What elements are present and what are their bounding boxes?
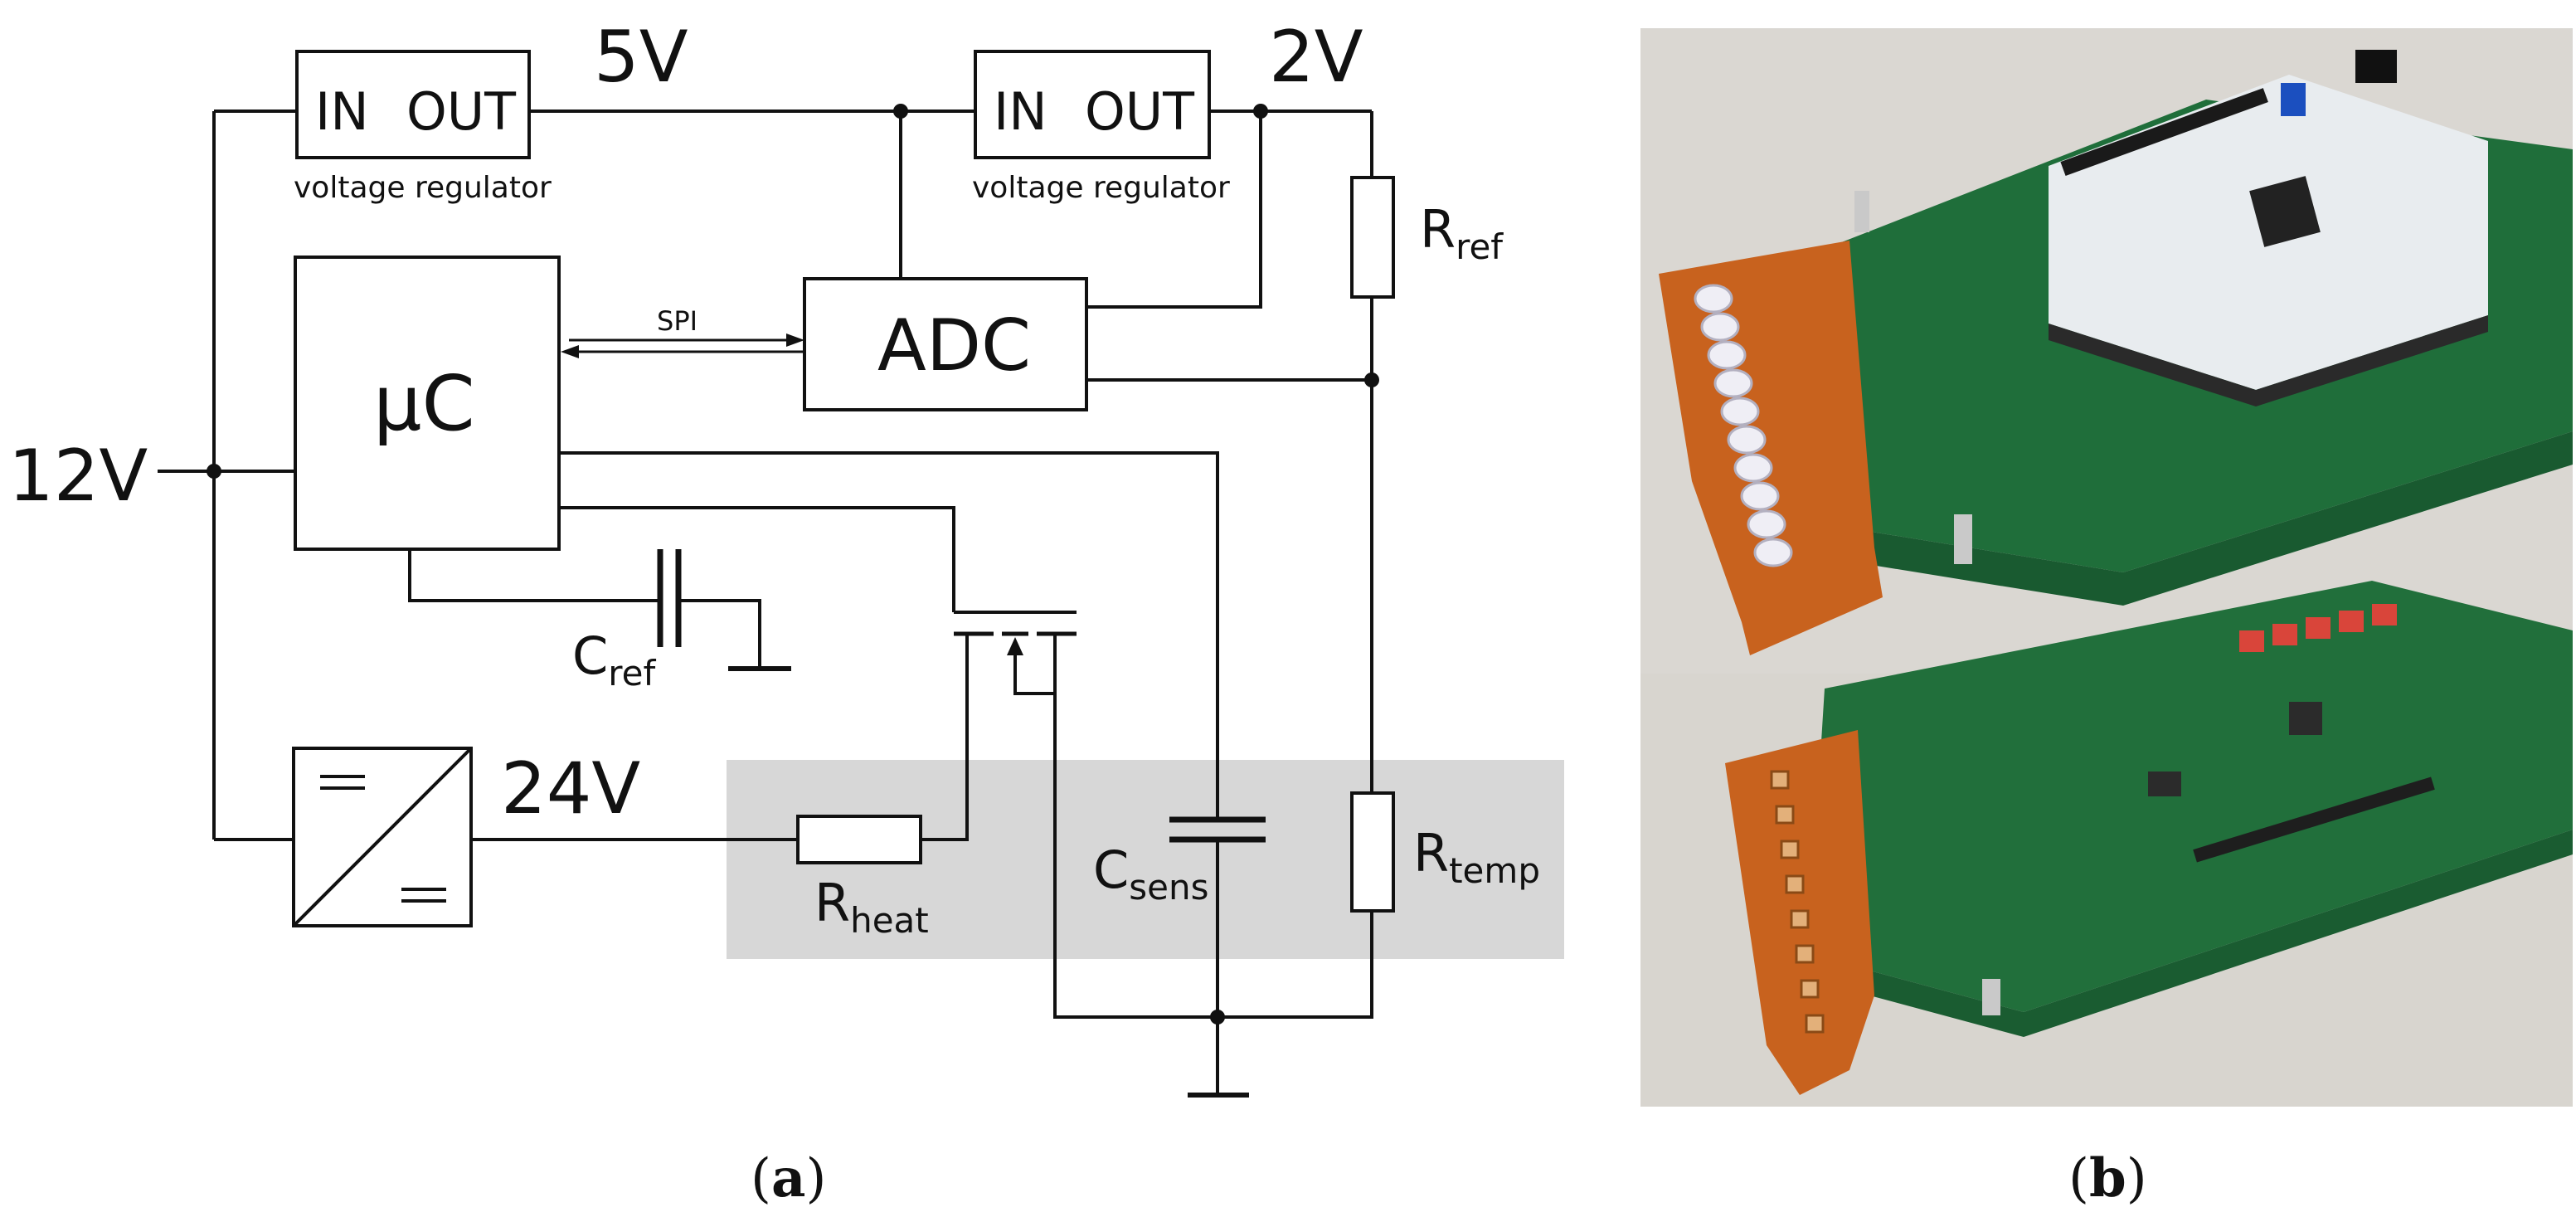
- regulator-2-out: OUT: [1085, 81, 1195, 142]
- junction-ground: [1210, 1010, 1225, 1025]
- pcb-board-bottom: [1808, 581, 2573, 1012]
- dc-dc-converter: [292, 747, 473, 927]
- caption-b: (b): [2068, 1147, 2147, 1210]
- label-r-ref: Rref: [1420, 199, 1504, 267]
- wire-mosfet-drain: [921, 634, 969, 841]
- microcontroller: µC: [294, 256, 561, 551]
- pad-row-top: [1694, 284, 1793, 567]
- caption-a: (a): [751, 1147, 826, 1210]
- voltage-regulator-2: IN OUT voltage regulator: [972, 50, 1230, 205]
- pin-header-bottom: [2193, 776, 2435, 863]
- wire-rtemp-to-ground: [1218, 911, 1373, 1019]
- adc: ADC: [803, 277, 1088, 411]
- voltage-regulator-1: IN OUT voltage regulator: [294, 50, 552, 205]
- spi-arrow-left: [561, 345, 579, 358]
- smd-ic: [2148, 771, 2181, 796]
- resistor-r-heat: [796, 815, 922, 864]
- label-c-sens: Csens: [1093, 840, 1209, 908]
- label-24v: 24V: [501, 747, 640, 830]
- adc-label: ADC: [877, 304, 1031, 387]
- label-2v: 2V: [1269, 16, 1363, 99]
- wire-mosfet-body: [1013, 634, 1057, 695]
- photo-bottom-board-underside: [1640, 581, 2573, 1107]
- label-r-heat: Rheat: [814, 873, 929, 941]
- regulator-1-out: OUT: [406, 81, 517, 142]
- wire-mcu-to-cref: [408, 549, 660, 602]
- wire-mcu-to-csens: [559, 451, 1219, 820]
- label-r-temp: Rtemp: [1413, 823, 1540, 891]
- voltage-regulator-chip: [2289, 702, 2322, 735]
- pad-row-bottom: [1770, 770, 1825, 1034]
- pin-header: [2060, 88, 2268, 176]
- standoff-top: [1954, 514, 1972, 564]
- regulator-2-in: IN: [994, 81, 1047, 142]
- regulator-2-caption: voltage regulator: [972, 171, 1230, 205]
- label-spi: SPI: [657, 305, 697, 337]
- mcu-chip: [2249, 176, 2321, 247]
- wire-cref-to-ground: [678, 599, 761, 667]
- panel-a-schematic: 12V IN OUT voltage regulator 5V IN OUT v…: [8, 16, 1564, 1210]
- photo-top-assembled-board: [1640, 28, 2573, 674]
- wire-2v-to-adc: [1086, 111, 1262, 309]
- label-12v: 12V: [8, 435, 148, 518]
- wire-mcu-to-gate: [559, 506, 955, 612]
- wire-mosfet-source: [1053, 694, 1218, 1019]
- regulator-1-caption: voltage regulator: [294, 171, 552, 205]
- standoff-bottom: [1982, 979, 2000, 1015]
- label-5v: 5V: [594, 16, 688, 99]
- mosfet-arrow: [1007, 637, 1023, 655]
- resistor-r-ref: [1350, 176, 1395, 299]
- label-c-ref: Cref: [572, 625, 656, 694]
- panel-b-photo: (b): [1640, 28, 2573, 1210]
- connectors-red: [2239, 604, 2397, 652]
- microcontroller-label: µC: [373, 359, 475, 448]
- spi-arrow-right: [786, 333, 804, 347]
- regulator-1-in: IN: [315, 81, 369, 142]
- resistor-r-temp: [1350, 791, 1395, 913]
